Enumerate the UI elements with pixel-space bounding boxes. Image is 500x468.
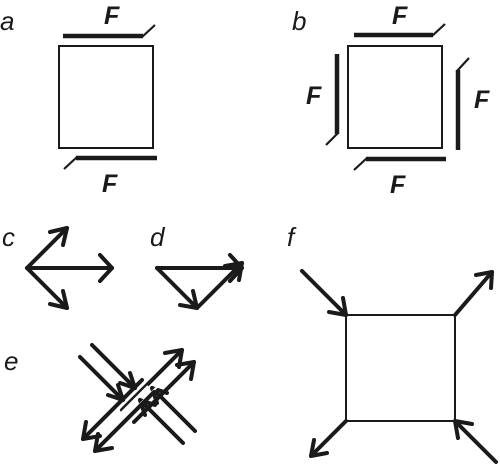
- panel-a-letter: a: [0, 6, 14, 36]
- panel-b-square: [347, 45, 443, 149]
- panel-e-crossed-arrows: [78, 343, 197, 453]
- panel-f: f: [287, 222, 498, 464]
- panel-b-right-force-arrow: [455, 57, 470, 150]
- panel-f-bottom-right-arrow: [453, 419, 498, 464]
- panel-b-bottom-force-arrow: [353, 156, 446, 171]
- panel-e-letter: e: [4, 346, 18, 376]
- panel-a: a F F: [0, 2, 157, 198]
- panel-e: e: [4, 343, 197, 453]
- panel-b: b F F F F: [292, 2, 490, 199]
- panel-c-lower-diagonal-arrow: [25, 266, 69, 310]
- panel-b-left-force-label: F: [306, 82, 322, 110]
- panel-d-letter: d: [150, 222, 166, 252]
- panel-c-horizontal-arrow: [25, 253, 114, 283]
- panel-d-first-diagonal-arrow: [155, 266, 199, 310]
- panel-f-letter: f: [287, 222, 297, 252]
- panel-d-second-diagonal-arrow: [195, 261, 244, 310]
- panel-b-letter: b: [292, 6, 306, 36]
- panel-c-upper-diagonal-arrow: [25, 226, 69, 270]
- panel-b-left-force-arrow: [325, 54, 340, 146]
- panel-a-top-force-label: F: [104, 2, 120, 30]
- panel-f-top-left-arrow: [300, 269, 348, 317]
- panel-c-letter: c: [2, 222, 15, 252]
- panel-b-top-force-label: F: [392, 2, 408, 30]
- panel-b-top-force-arrow: [354, 23, 446, 38]
- panel-a-top-force-arrow: [63, 24, 156, 39]
- panel-f-bottom-left-arrow: [309, 419, 348, 458]
- panel-b-right-force-label: F: [474, 86, 490, 114]
- panel-d: d: [150, 222, 244, 310]
- panel-a-square: [58, 45, 154, 149]
- panel-f-top-right-arrow: [453, 270, 494, 317]
- panel-a-bottom-force-label: F: [102, 170, 118, 198]
- panel-a-bottom-force-arrow: [63, 155, 157, 170]
- panel-c: c: [2, 222, 114, 310]
- panel-f-square: [345, 314, 456, 422]
- panel-b-bottom-force-label: F: [390, 171, 406, 199]
